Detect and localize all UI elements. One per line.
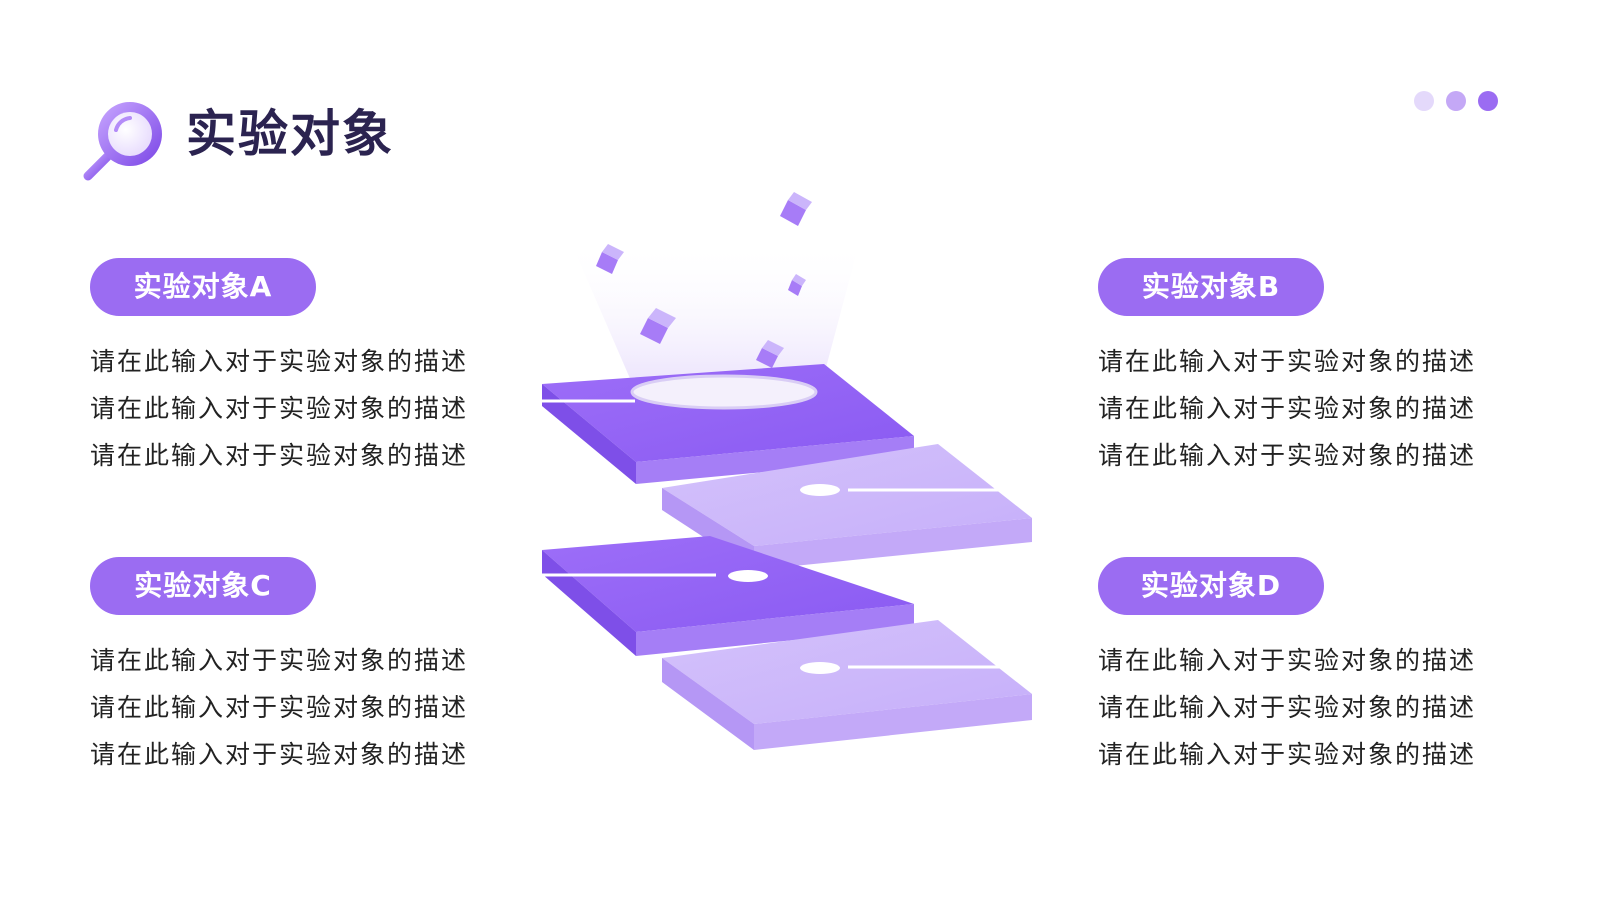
object-label-c: 实验对象C (90, 557, 316, 615)
stacked-platforms-illustration (540, 180, 1060, 780)
object-label-d: 实验对象D (1098, 557, 1324, 615)
object-description-a: 请在此输入对于实验对象的描述 请在此输入对于实验对象的描述 请在此输入对于实验对… (90, 338, 510, 479)
description-line: 请在此输入对于实验对象的描述 (90, 347, 469, 376)
dot-1 (1414, 91, 1434, 111)
light-beam (570, 240, 860, 390)
magnifier-icon (80, 96, 170, 186)
dot-2 (1446, 91, 1466, 111)
description-line: 请在此输入对于实验对象的描述 (1098, 646, 1477, 675)
description-line: 请在此输入对于实验对象的描述 (90, 394, 469, 423)
floating-cube (640, 308, 676, 344)
description-line: 请在此输入对于实验对象的描述 (90, 740, 469, 769)
description-line: 请在此输入对于实验对象的描述 (1098, 394, 1477, 423)
description-line: 请在此输入对于实验对象的描述 (1098, 740, 1477, 769)
floating-cube (756, 340, 784, 368)
platform-4 (662, 620, 1032, 750)
platform-1 (542, 364, 914, 484)
object-block-c: 实验对象C 请在此输入对于实验对象的描述 请在此输入对于实验对象的描述 请在此输… (90, 557, 510, 778)
page-title: 实验对象 (186, 105, 394, 163)
object-block-b: 实验对象B 请在此输入对于实验对象的描述 请在此输入对于实验对象的描述 请在此输… (1098, 258, 1518, 479)
description-line: 请在此输入对于实验对象的描述 (90, 693, 469, 722)
floating-cube (596, 244, 624, 274)
platform-2 (662, 444, 1032, 570)
object-description-c: 请在此输入对于实验对象的描述 请在此输入对于实验对象的描述 请在此输入对于实验对… (90, 637, 510, 778)
object-block-d: 实验对象D 请在此输入对于实验对象的描述 请在此输入对于实验对象的描述 请在此输… (1098, 557, 1518, 778)
floating-cube (780, 192, 812, 226)
description-line: 请在此输入对于实验对象的描述 (1098, 347, 1477, 376)
object-label-b: 实验对象B (1098, 258, 1324, 316)
object-block-a: 实验对象A 请在此输入对于实验对象的描述 请在此输入对于实验对象的描述 请在此输… (90, 258, 510, 479)
object-label-a: 实验对象A (90, 258, 316, 316)
object-description-b: 请在此输入对于实验对象的描述 请在此输入对于实验对象的描述 请在此输入对于实验对… (1098, 338, 1518, 479)
description-line: 请在此输入对于实验对象的描述 (1098, 441, 1477, 470)
description-line: 请在此输入对于实验对象的描述 (1098, 693, 1477, 722)
description-line: 请在此输入对于实验对象的描述 (90, 441, 469, 470)
pagination-dots (1414, 91, 1498, 111)
platform-3 (542, 536, 914, 656)
description-line: 请在此输入对于实验对象的描述 (90, 646, 469, 675)
object-description-d: 请在此输入对于实验对象的描述 请在此输入对于实验对象的描述 请在此输入对于实验对… (1098, 637, 1518, 778)
floating-cube (788, 274, 806, 296)
dot-3 (1478, 91, 1498, 111)
